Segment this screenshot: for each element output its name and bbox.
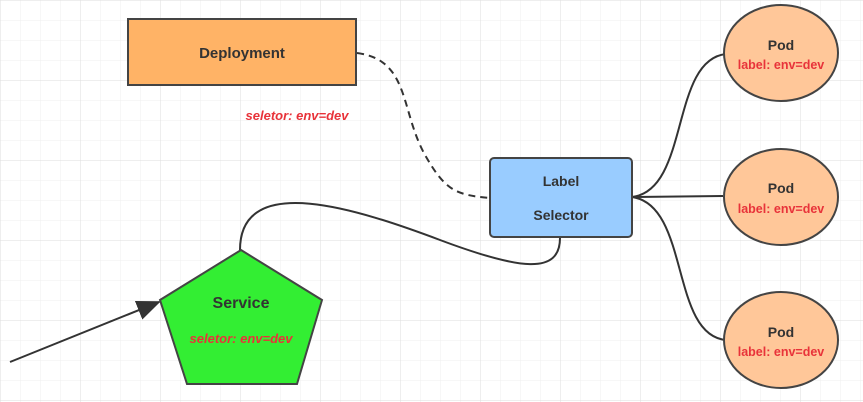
- deployment-selector-note: seletor: env=dev: [246, 108, 350, 123]
- deployment-box: [127, 18, 357, 86]
- pod-3-ellipse: [723, 291, 839, 389]
- service-node[interactable]: Service seletor: env=dev: [158, 248, 324, 385]
- selector-to-pod-2-connector: [631, 195, 724, 198]
- selector-to-pod-3-connector: [631, 196, 727, 341]
- label-selector-box: [489, 157, 633, 238]
- deployment-label: Deployment: [199, 45, 285, 62]
- pod-2-title: Pod: [768, 180, 794, 196]
- pod-node-3[interactable]: Pod label: env=dev: [723, 291, 839, 389]
- pod-2-ellipse: [723, 148, 839, 246]
- pod-1-title: Pod: [768, 37, 794, 53]
- pod-1-label: label: env=dev: [738, 58, 825, 72]
- pod-3-title: Pod: [768, 324, 794, 340]
- service-label: Service: [213, 295, 270, 312]
- pod-node-2[interactable]: Pod label: env=dev: [723, 148, 839, 246]
- pod-1-ellipse: [723, 4, 839, 102]
- service-to-selector-connector: [239, 202, 561, 266]
- label-selector-line1: Label: [543, 173, 580, 189]
- pod-node-1[interactable]: Pod label: env=dev: [723, 4, 839, 102]
- deployment-to-selector-connector: [356, 52, 491, 199]
- label-selector-line2: Selector: [533, 207, 589, 223]
- deployment-node[interactable]: Deployment: [127, 18, 357, 86]
- pod-2-label: label: env=dev: [738, 202, 825, 216]
- service-pentagon: [158, 248, 324, 385]
- incoming-traffic-arrow: [9, 300, 161, 363]
- pod-3-label: label: env=dev: [738, 345, 825, 359]
- label-selector-node[interactable]: Label Selector: [489, 157, 633, 238]
- selector-to-pod-1-connector: [631, 53, 727, 198]
- service-selector-note: seletor: env=dev: [190, 331, 294, 346]
